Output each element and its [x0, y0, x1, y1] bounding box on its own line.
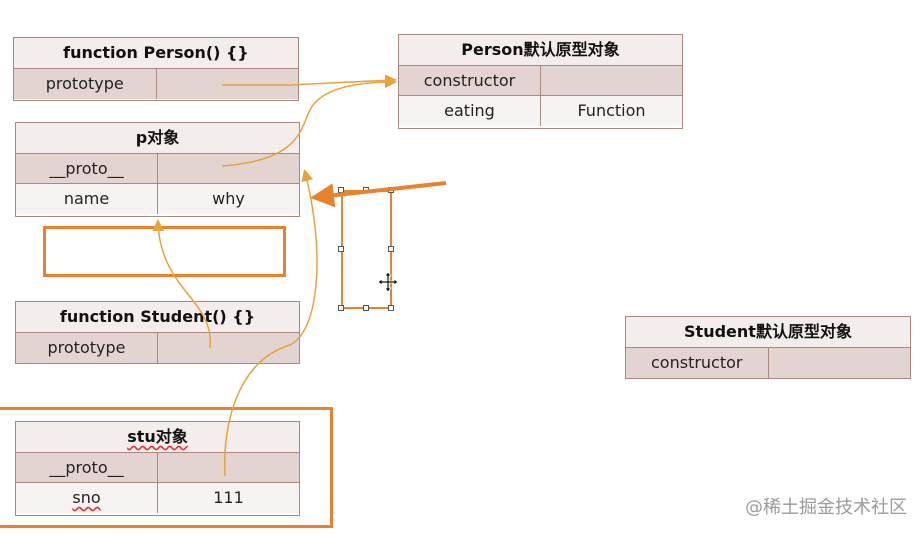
resize-handle[interactable]	[338, 305, 344, 311]
student-function-title: function Student() {}	[16, 302, 299, 333]
p-object-row-proto: __proto__	[16, 154, 299, 184]
cell-key: sno	[72, 488, 101, 507]
watermark: @稀土掘金技术社区	[745, 497, 907, 518]
person-function-title: function Person() {}	[14, 38, 298, 69]
cell-key: prototype	[47, 338, 126, 357]
cell-key: constructor	[651, 353, 743, 372]
resize-handle[interactable]	[388, 305, 394, 311]
stu-object-row-proto: __proto__	[16, 453, 299, 483]
stu-highlight-frame	[0, 407, 333, 528]
cell-value	[157, 333, 299, 363]
cell-value: 111	[157, 483, 299, 513]
arrow-person-prototype	[222, 74, 397, 87]
p-object-title: p对象	[16, 123, 299, 154]
stu-object-title: stu对象	[16, 422, 299, 453]
arrow-student-prototype	[152, 219, 211, 349]
person-prototype-row-constructor: constructor	[399, 66, 682, 96]
arrow-highlight-pointer	[310, 181, 447, 208]
person-function-row-prototype: prototype	[14, 69, 298, 99]
cell-key: __proto__	[49, 458, 124, 477]
move-cursor-icon	[377, 271, 399, 293]
arrow-p-proto	[221, 76, 397, 167]
empty-placeholder-box[interactable]	[43, 226, 286, 277]
resize-handle[interactable]	[388, 246, 394, 252]
stu-object-row-sno: sno 111	[16, 483, 299, 513]
cell-value	[157, 453, 299, 482]
student-function-box: function Student() {} prototype	[15, 301, 300, 364]
resize-handle[interactable]	[338, 246, 344, 252]
p-object-row-name: name why	[16, 184, 299, 214]
cell-key: constructor	[423, 71, 516, 90]
cell-key: __proto__	[49, 159, 124, 178]
p-object-box: p对象 __proto__ name why	[15, 122, 300, 217]
resize-handle[interactable]	[363, 305, 369, 311]
stu-object-box: stu对象 __proto__ sno 111	[15, 421, 300, 516]
student-prototype-box: Student默认原型对象 constructor	[625, 316, 911, 379]
cell-value	[155, 69, 299, 99]
cell-value: why	[157, 184, 299, 214]
student-prototype-title: Student默认原型对象	[626, 317, 910, 348]
cell-value	[157, 154, 299, 183]
student-function-row-prototype: prototype	[16, 333, 299, 363]
cell-value	[540, 66, 682, 95]
cell-key: prototype	[45, 74, 124, 93]
person-prototype-row-eating: eating Function	[399, 96, 682, 126]
arrow-stu-proto	[223, 169, 318, 477]
cell-value	[767, 348, 911, 378]
student-prototype-row-constructor: constructor	[626, 348, 910, 378]
cell-key: eating	[444, 101, 495, 120]
person-prototype-box: Person默认原型对象 constructor eating Function	[398, 34, 683, 129]
cell-value: Function	[540, 96, 682, 126]
person-function-box: function Person() {} prototype	[13, 37, 299, 101]
cell-key: name	[63, 189, 110, 208]
person-prototype-title: Person默认原型对象	[399, 35, 682, 66]
